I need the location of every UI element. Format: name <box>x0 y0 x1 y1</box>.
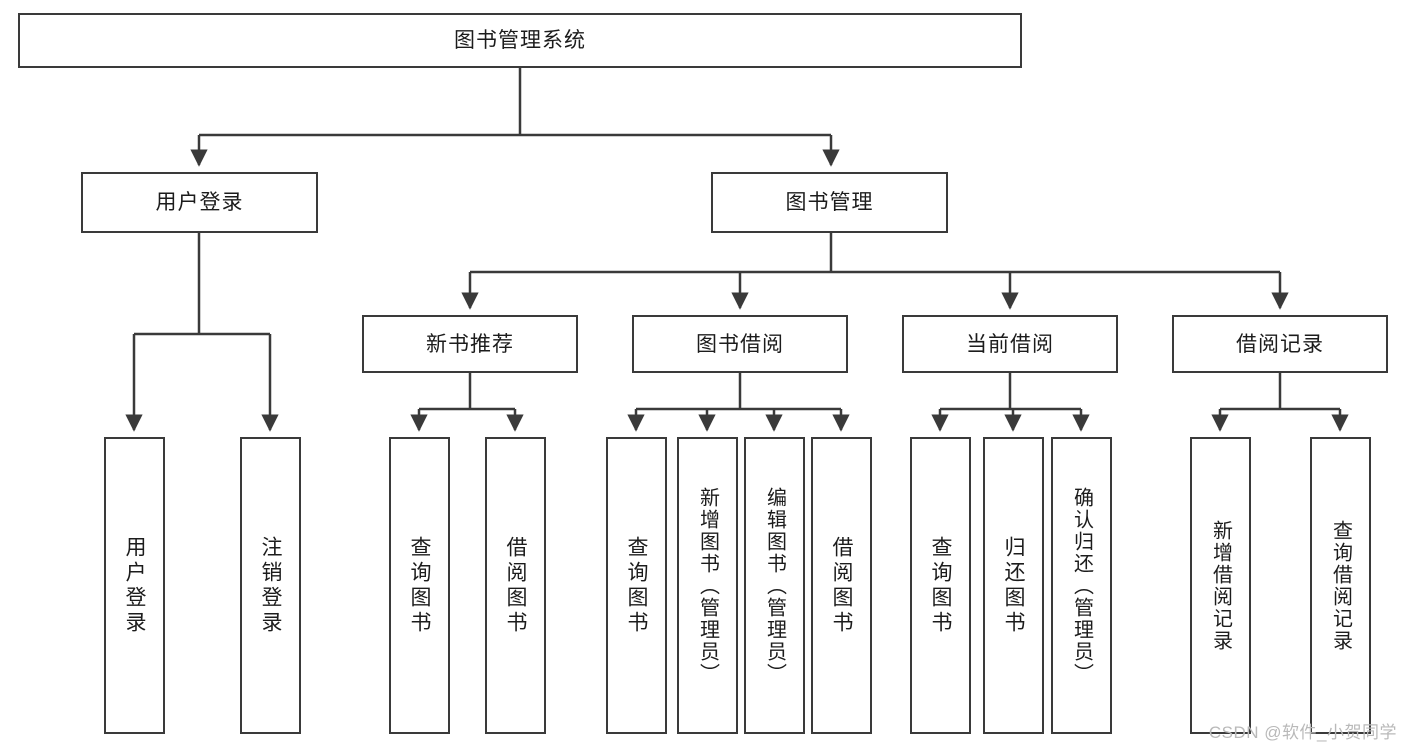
watermark-text: CSDN @软件_小贺同学 <box>1208 723 1397 742</box>
node-leaf-query-book-borrow[interactable]: 查询图书 <box>606 437 667 734</box>
node-level2-user-login[interactable]: 用户登录 <box>81 172 318 233</box>
node-label: 查询借阅记录 <box>1329 519 1352 652</box>
node-level3-book-borrow[interactable]: 图书借阅 <box>632 315 848 373</box>
node-label: 图书借阅 <box>696 332 784 356</box>
node-leaf-add-book-admin[interactable]: 新增图书（管理员） <box>677 437 738 734</box>
node-label: 借阅图书 <box>830 535 853 636</box>
node-label: 用户登录 <box>123 535 146 636</box>
node-label: 确认归还（管理员） <box>1070 486 1093 685</box>
node-leaf-borrow-book-newbook[interactable]: 借阅图书 <box>485 437 546 734</box>
node-leaf-confirm-return-admin[interactable]: 确认归还（管理员） <box>1051 437 1112 734</box>
node-label: 新增借阅记录 <box>1209 519 1232 652</box>
node-label: 查询图书 <box>929 535 952 636</box>
node-level3-current-borrow[interactable]: 当前借阅 <box>902 315 1118 373</box>
node-leaf-logout[interactable]: 注销登录 <box>240 437 301 734</box>
node-label: 新增图书（管理员） <box>696 486 719 685</box>
node-label: 查询图书 <box>408 535 431 636</box>
node-leaf-return-book[interactable]: 归还图书 <box>983 437 1044 734</box>
node-leaf-query-book-newbook[interactable]: 查询图书 <box>389 437 450 734</box>
node-leaf-user-login[interactable]: 用户登录 <box>104 437 165 734</box>
node-leaf-add-borrow-record[interactable]: 新增借阅记录 <box>1190 437 1251 734</box>
node-label: 归还图书 <box>1002 535 1025 636</box>
node-label: 用户登录 <box>155 191 244 214</box>
node-root-label: 图书管理系统 <box>454 29 586 52</box>
node-label: 查询图书 <box>625 535 648 636</box>
node-level3-new-book-recommend[interactable]: 新书推荐 <box>362 315 578 373</box>
node-label: 新书推荐 <box>426 332 514 356</box>
node-root[interactable]: 图书管理系统 <box>18 13 1022 68</box>
node-label: 编辑图书（管理员） <box>763 486 786 685</box>
node-leaf-query-book-current[interactable]: 查询图书 <box>910 437 971 734</box>
node-label: 注销登录 <box>259 535 282 636</box>
node-label: 图书管理 <box>785 191 874 214</box>
node-leaf-borrow-book[interactable]: 借阅图书 <box>811 437 872 734</box>
node-label: 借阅记录 <box>1236 332 1324 356</box>
node-leaf-edit-book-admin[interactable]: 编辑图书（管理员） <box>744 437 805 734</box>
node-label: 借阅图书 <box>504 535 527 636</box>
node-level2-book-management[interactable]: 图书管理 <box>711 172 948 233</box>
node-leaf-query-borrow-record[interactable]: 查询借阅记录 <box>1310 437 1371 734</box>
node-level3-borrow-record[interactable]: 借阅记录 <box>1172 315 1388 373</box>
node-label: 当前借阅 <box>966 332 1054 356</box>
